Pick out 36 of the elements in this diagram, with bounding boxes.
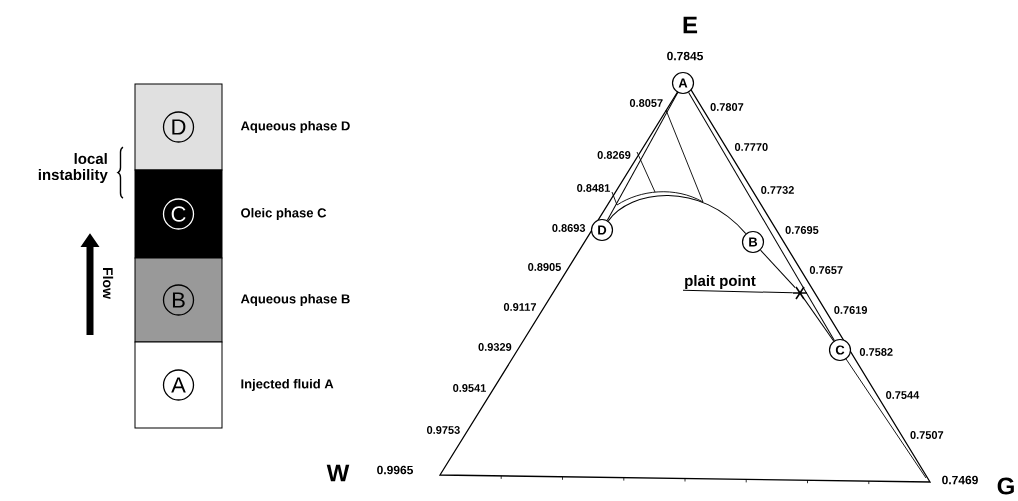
phase-band: B (134, 257, 223, 343)
tick-value: 0.7695 (785, 226, 819, 234)
phase-boundary-line (803, 298, 835, 342)
phase-band: A (134, 341, 223, 429)
tick-value: 0.7619 (834, 306, 868, 314)
tick-value: 0.8905 (528, 263, 561, 271)
phase-boundary-line (688, 92, 835, 341)
plait-point-marker (792, 286, 808, 300)
tick-value: 0.8057 (629, 99, 663, 107)
phase-label: Injected fluid A (241, 378, 334, 392)
annotation-label: local instability (38, 153, 108, 183)
tick-value: 0.9965 (377, 465, 413, 475)
vertex-label: G (997, 477, 1014, 495)
tick-value: 0.7807 (710, 103, 744, 111)
phase-label: Aqueous phase D (240, 120, 350, 134)
tick-value: 0.7770 (734, 143, 768, 151)
phase-boundary-line (606, 92, 679, 221)
phase-boundary-line (607, 195, 747, 235)
flow-label: Flow (102, 268, 114, 299)
phase-band: D (134, 83, 223, 171)
vertex-label: E (683, 16, 698, 34)
plait-point-label: plait point (685, 275, 756, 289)
tick-value: 0.9541 (453, 384, 486, 392)
tick-value: 0.7544 (886, 391, 920, 399)
phase-band: C (134, 169, 223, 259)
vertex-label: W (326, 464, 350, 482)
phase-boundary-line (760, 249, 796, 289)
tick-value: 0.9329 (478, 343, 512, 351)
phase-label: Aqueous phase B (240, 293, 350, 307)
tick-value: 0.7507 (910, 431, 944, 439)
tick-value: 0.8269 (597, 151, 631, 159)
phase-label: Oleic phase C (241, 207, 327, 221)
tick-value: 0.9117 (503, 303, 536, 311)
tick-value: 0.9753 (427, 426, 460, 434)
leader-line (682, 289, 794, 294)
tick-value: 0.7469 (942, 475, 978, 485)
